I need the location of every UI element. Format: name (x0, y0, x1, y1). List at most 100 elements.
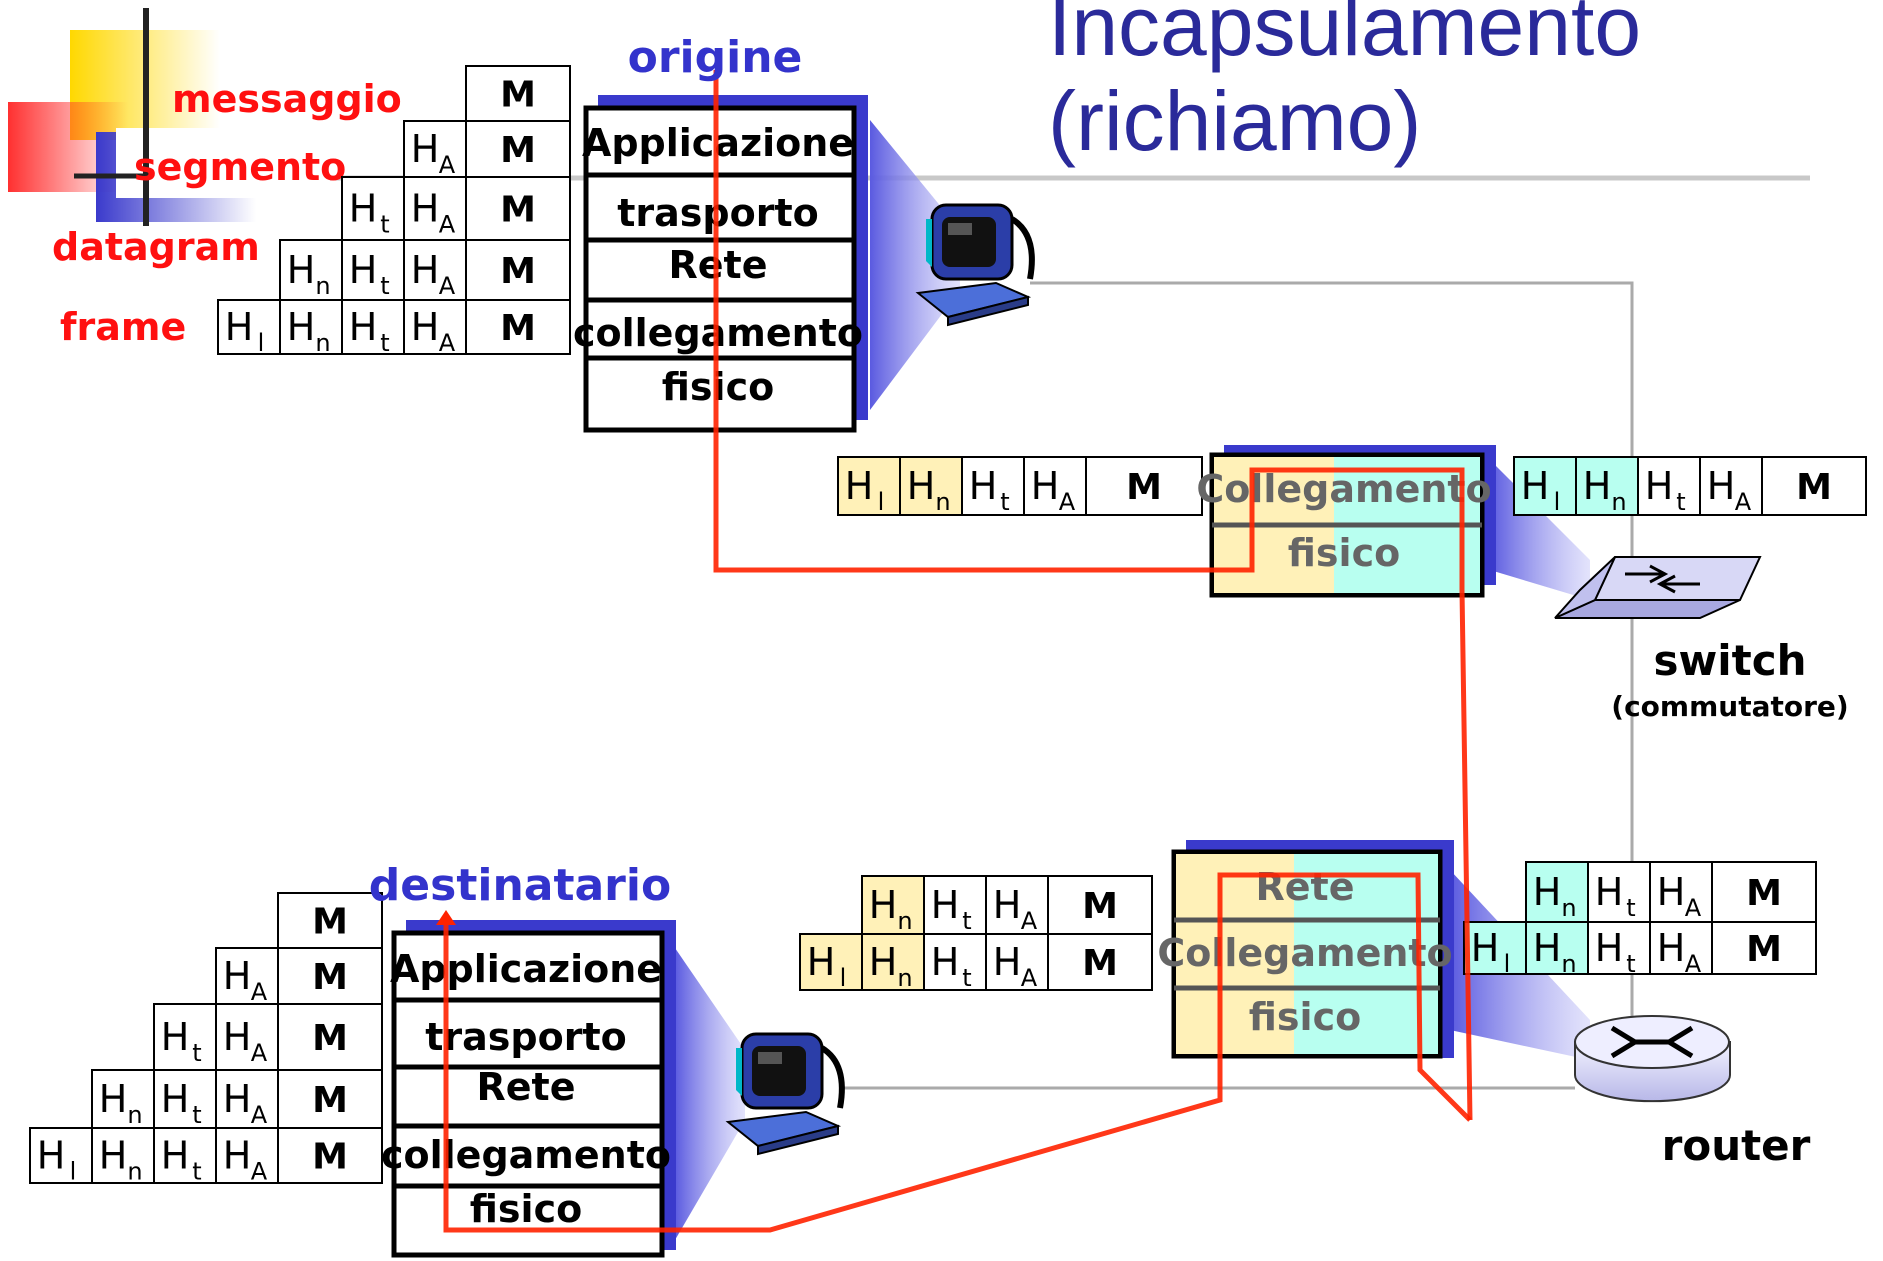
header-cell-m: M (1711, 921, 1817, 975)
corner-logo (8, 8, 346, 226)
header-subscript: A (439, 151, 456, 179)
header-label: H (907, 464, 936, 508)
header-cell-m: M (277, 892, 383, 949)
router-layer-link: Collegamento (1157, 931, 1452, 975)
header-subscript: t (380, 329, 389, 357)
header-label: H (349, 187, 378, 231)
destination-layer-transport: trasporto (425, 1015, 627, 1059)
header-subscript: t (380, 272, 389, 300)
header-label: H (161, 1015, 190, 1059)
header-label: H (99, 1134, 128, 1178)
data-path-router (443, 872, 1472, 1233)
header-cell-m: M (1711, 861, 1817, 923)
header-subscript: n (897, 907, 912, 935)
origin-stack: Applicazione trasporto Rete collegamento… (573, 95, 868, 433)
header-label: H (223, 954, 252, 998)
header-subscript: A (1021, 964, 1038, 992)
header-subscript: l (258, 329, 265, 357)
header-label: H (99, 1077, 128, 1121)
data-path (713, 70, 1473, 1121)
title-line2: (richiamo) (1048, 74, 1421, 168)
header-label: M (312, 957, 348, 998)
header-subscript: n (127, 1101, 142, 1129)
header-cell-m: M (1047, 875, 1153, 935)
header-subscript: A (439, 272, 456, 300)
header-cell-m: M (1085, 456, 1203, 516)
header-cell-m: M (277, 1127, 383, 1184)
header-label: M (1126, 467, 1162, 508)
header-subscript: A (1685, 894, 1702, 922)
header-cell-m: M (277, 947, 383, 1005)
computer-icon (725, 1032, 845, 1156)
header-subscript: l (1504, 950, 1511, 978)
header-label: H (223, 1015, 252, 1059)
label-switch: switch (1653, 636, 1806, 685)
header-subscript: l (840, 964, 847, 992)
header-label: H (37, 1134, 66, 1178)
header-label: M (500, 308, 536, 349)
destination-stack: Applicazione trasporto Rete collegamento… (381, 920, 676, 1258)
header-subscript: l (1554, 488, 1561, 516)
header-label: M (500, 75, 536, 116)
header-subscript: t (1626, 894, 1635, 922)
header-label: M (312, 1080, 348, 1121)
header-subscript: t (192, 1158, 201, 1186)
header-label: H (223, 1134, 252, 1178)
label-destinatario: destinatario (369, 860, 671, 911)
header-subscript: l (70, 1158, 77, 1186)
router-icon (1574, 1015, 1731, 1103)
header-label: H (1583, 464, 1612, 508)
header-label: H (1595, 926, 1624, 970)
header-subscript: A (439, 329, 456, 357)
header-cell-m: M (465, 65, 571, 122)
header-subscript: A (251, 1158, 268, 1186)
header-subscript: n (127, 1158, 142, 1186)
header-label: H (411, 127, 440, 171)
label-datagram: datagram (52, 225, 260, 269)
header-label: H (869, 883, 898, 927)
header-subscript: t (380, 211, 389, 239)
header-label: H (1657, 870, 1686, 914)
header-subscript: n (1561, 894, 1576, 922)
header-subscript: n (935, 488, 950, 516)
header-subscript: n (315, 272, 330, 300)
header-subscript: t (1676, 488, 1685, 516)
label-router: router (1662, 1121, 1811, 1170)
switch-layer-physical: fisico (1288, 531, 1400, 575)
destination-layer-link: collegamento (381, 1133, 671, 1177)
header-label: M (312, 1018, 348, 1059)
switch-icon (1554, 556, 1762, 619)
header-label: H (1595, 870, 1624, 914)
header-label: M (500, 251, 536, 292)
header-label: H (1533, 926, 1562, 970)
header-subscript: t (962, 907, 971, 935)
header-label: M (500, 190, 536, 231)
header-label: H (223, 1077, 252, 1121)
header-subscript: t (962, 964, 971, 992)
header-label: H (349, 248, 378, 292)
header-label: H (1533, 870, 1562, 914)
header-cell-m: M (1047, 933, 1153, 991)
header-subscript: t (192, 1039, 201, 1067)
